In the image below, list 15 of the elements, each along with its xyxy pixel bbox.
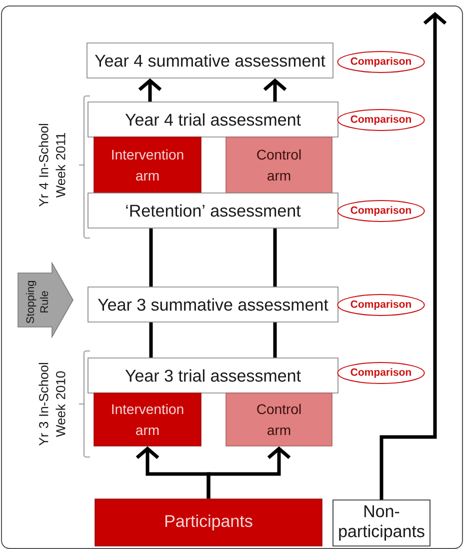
arm-box: Intervention arm: [94, 392, 202, 446]
assessment-box: Year 4 summative assessment: [86, 42, 334, 78]
arm-box: Intervention arm: [94, 136, 202, 194]
bracket-label: Yr 4 In-School Week 2011: [38, 124, 66, 207]
connector-line: [149, 228, 153, 287]
connector-line: [273, 322, 277, 358]
arm-box: Control arm: [226, 136, 332, 194]
arm-box: Control arm: [226, 392, 332, 446]
bracket-label: Yr 3 In-School Week 2010: [38, 362, 66, 446]
connector-line: [273, 228, 277, 287]
arrow: [380, 12, 447, 500]
group-box: Non-participants: [332, 500, 430, 546]
connector-line: [149, 322, 153, 358]
arrow: [206, 446, 291, 499]
group-box: Participants: [94, 498, 322, 546]
